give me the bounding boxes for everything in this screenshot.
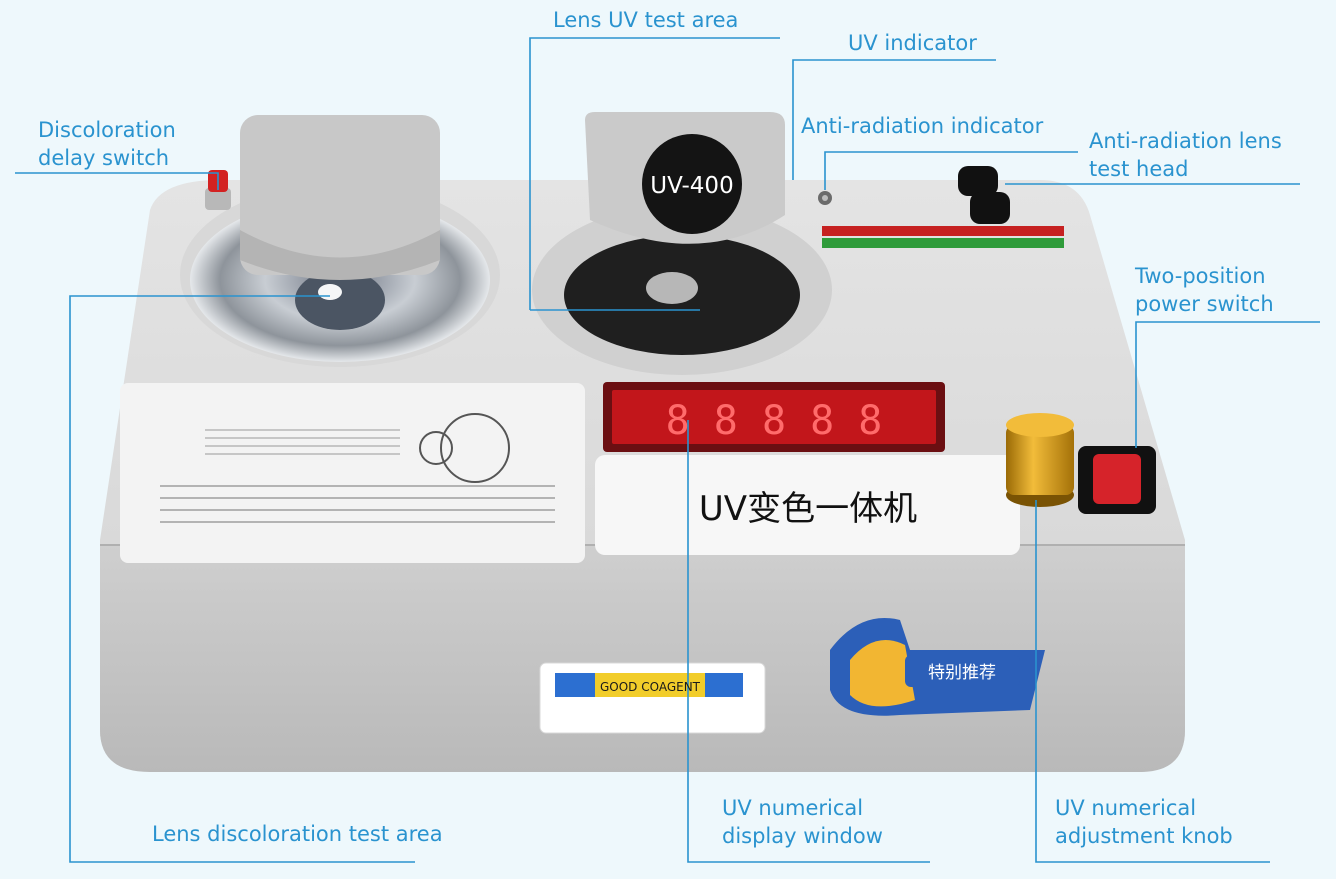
- discoloration-test-bowl: [180, 115, 500, 367]
- callout-anti-radiation-indicator: Anti-radiation indicator: [801, 114, 1044, 138]
- callout-two-position-power-switch: Two-position power switch: [1135, 262, 1274, 318]
- info-panel: [120, 383, 585, 563]
- display-digits: 8 8 8 8 8: [666, 398, 883, 444]
- callout-line: Discoloration: [38, 118, 176, 142]
- callout-lens-discoloration-test-area: Lens discoloration test area: [152, 822, 443, 846]
- callout-line: Anti-radiation lens: [1089, 129, 1282, 153]
- callout-line: UV numerical: [722, 796, 864, 820]
- callout-uv-indicator: UV indicator: [848, 31, 977, 55]
- callout-anti-radiation-lens-test-head: Anti-radiation lens test head: [1089, 127, 1282, 183]
- callout-line: power switch: [1135, 292, 1274, 316]
- callout-discoloration-delay-switch: Discoloration delay switch: [38, 116, 176, 172]
- front-label-panel: [595, 455, 1020, 555]
- thumb-icon: [850, 640, 915, 707]
- power-switch: [1078, 446, 1156, 514]
- brand-sticker-text: GOOD COAGENT: [600, 680, 701, 694]
- adjustment-knob: [1006, 413, 1074, 507]
- callout-lens-uv-test-area: Lens UV test area: [553, 8, 739, 32]
- front-label: UV变色一体机: [699, 489, 917, 529]
- callout-line: adjustment knob: [1055, 824, 1233, 848]
- anti-radiation-test-head: [958, 166, 1010, 224]
- uv-test-well: [532, 112, 832, 375]
- indicator-strip: [822, 226, 1064, 248]
- uv-400-label: UV-400: [650, 173, 733, 199]
- callout-line: test head: [1089, 157, 1189, 181]
- callout-line: UV numerical: [1055, 796, 1197, 820]
- callout-line: delay switch: [38, 146, 170, 170]
- callout-uv-numerical-display-window: UV numerical display window: [722, 794, 883, 850]
- leader-lines: [15, 37, 1320, 863]
- callout-line: Two-position: [1135, 264, 1266, 288]
- delay-switch: [205, 170, 231, 210]
- callout-line: display window: [722, 824, 883, 848]
- recommend-sticker-text: 特别推荐: [928, 663, 996, 683]
- callout-uv-numerical-adjustment-knob: UV numerical adjustment knob: [1055, 794, 1233, 850]
- thumbs-up-sticker: [830, 618, 1045, 716]
- indicator-lamp: [818, 191, 832, 205]
- brand-sticker: [539, 662, 766, 734]
